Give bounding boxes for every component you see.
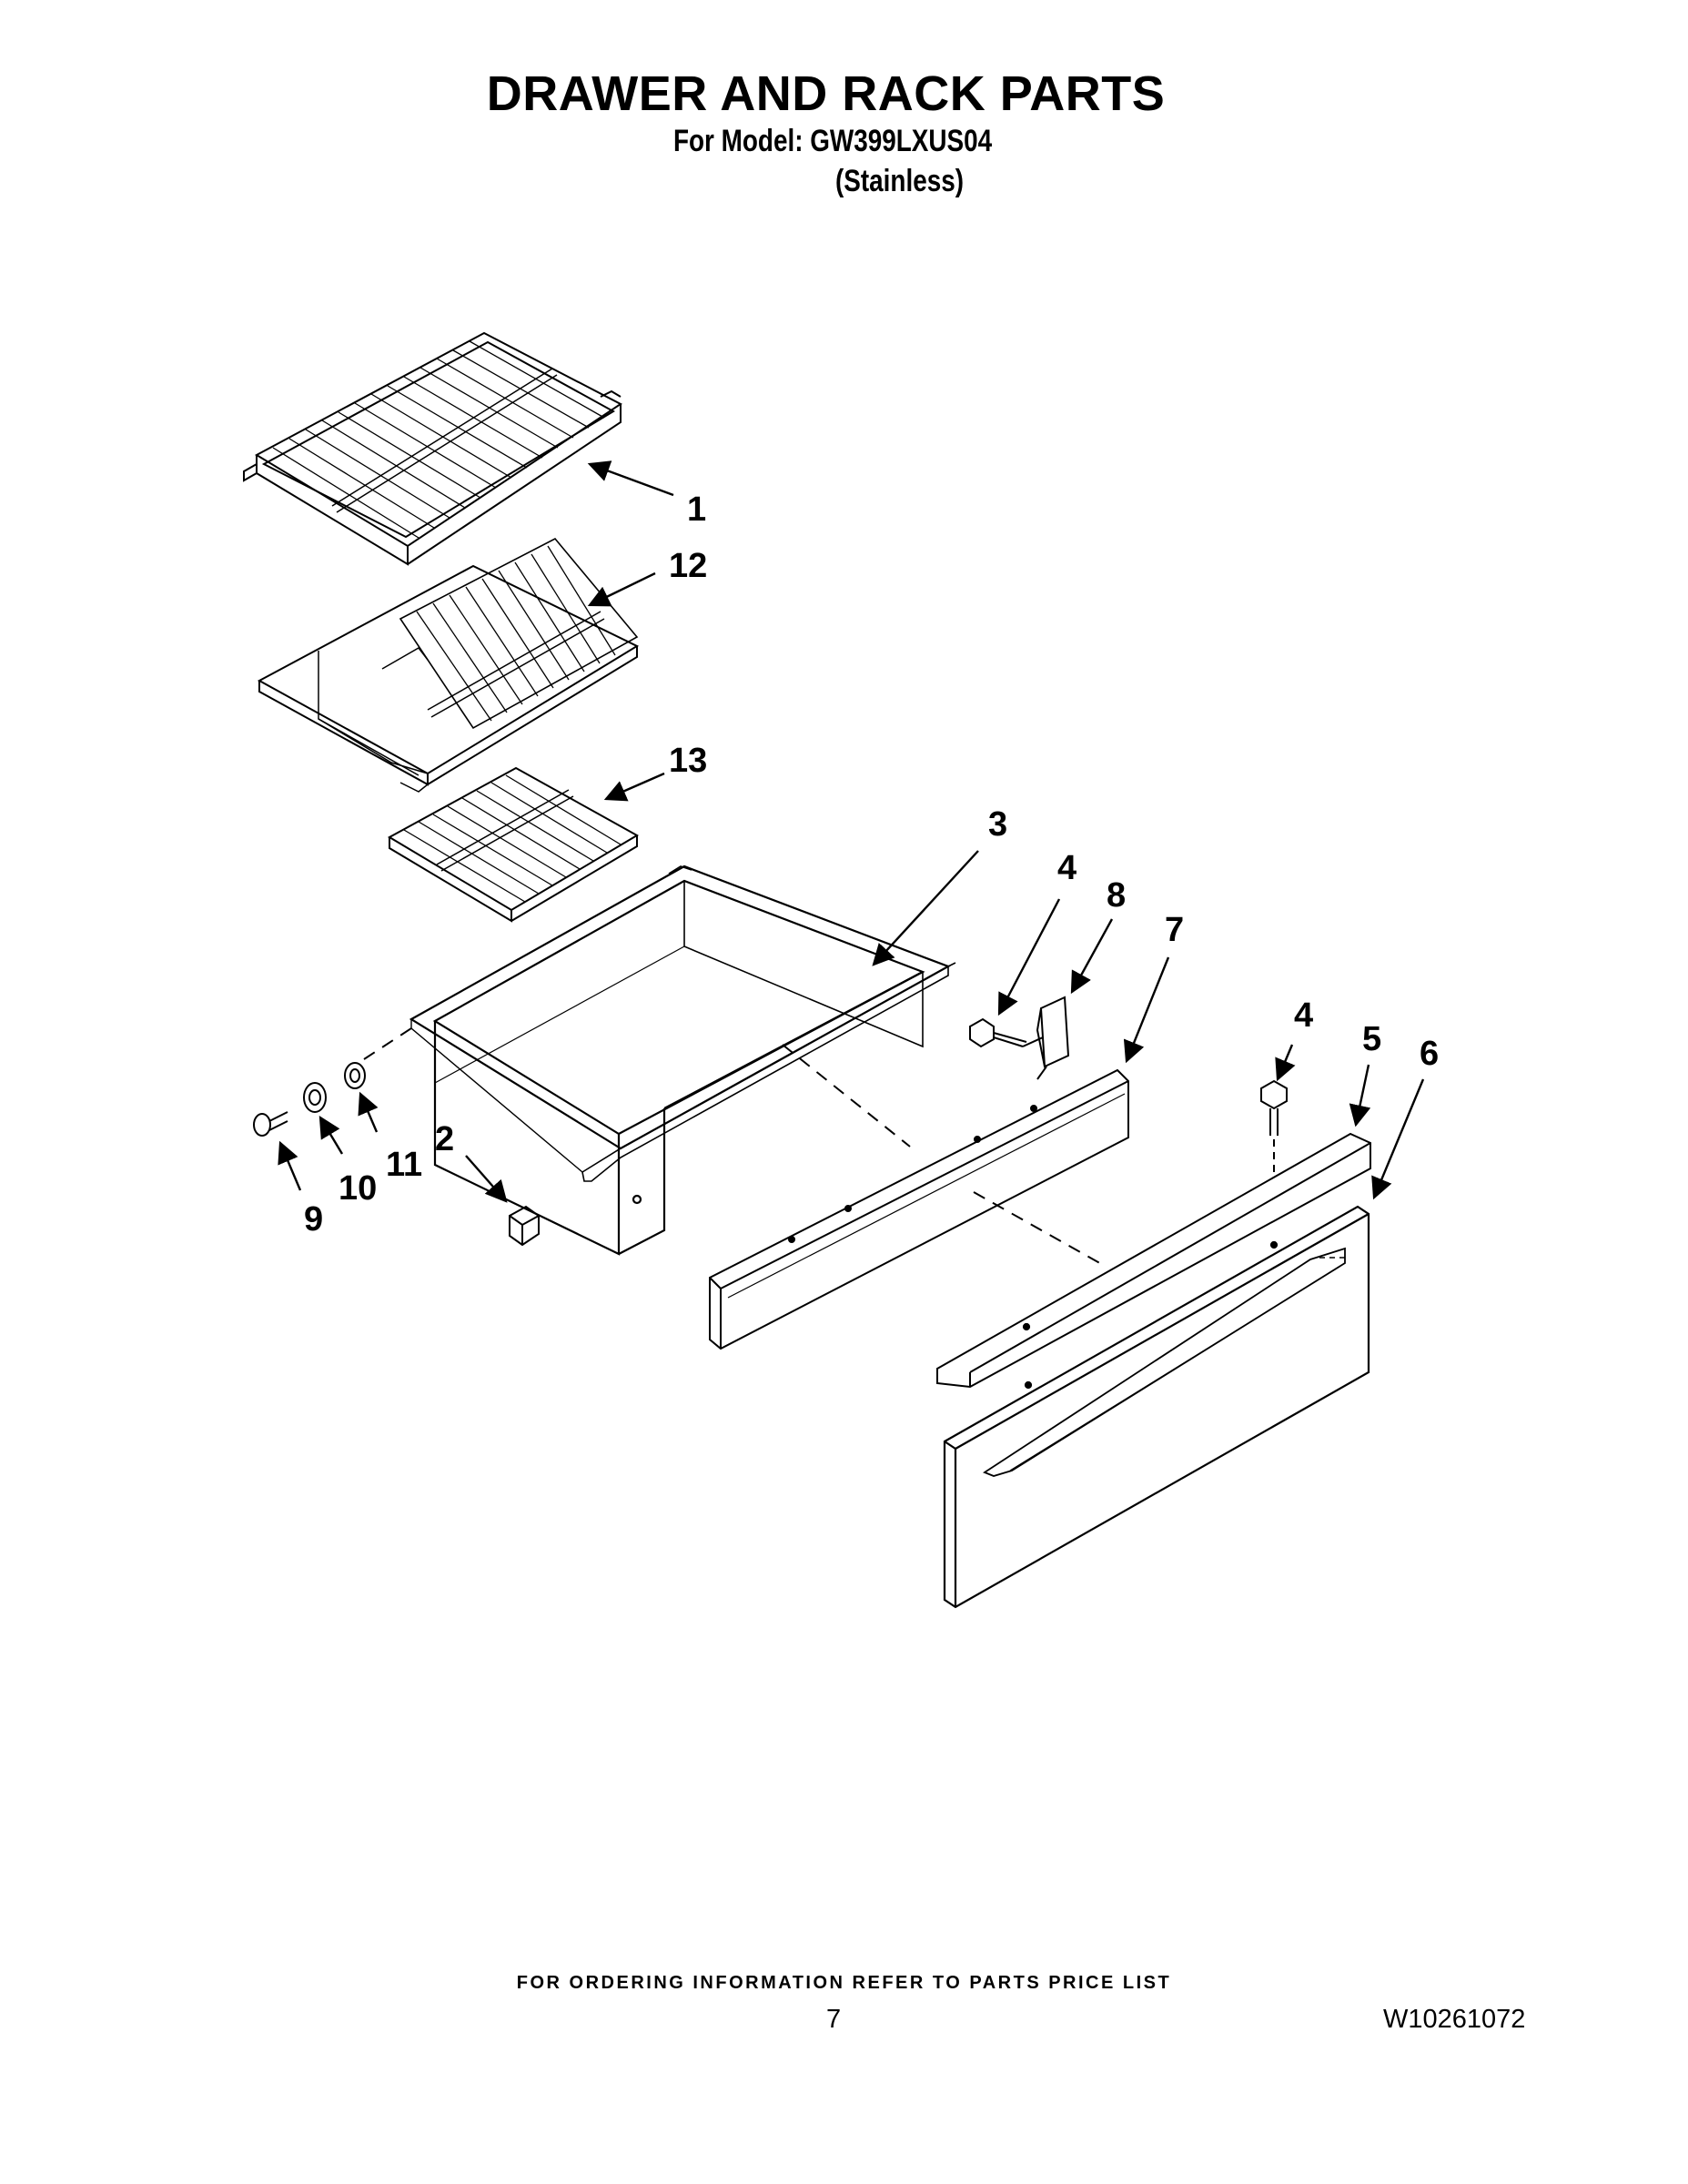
- callout-5: 5: [1362, 1020, 1381, 1058]
- callout-6: 6: [1420, 1035, 1439, 1073]
- leader-arrows: [278, 460, 1425, 1203]
- half-rack-part-13: [387, 766, 640, 923]
- roller-assembly-parts-9-10-11: [253, 1062, 366, 1137]
- callout-12: 12: [669, 547, 707, 585]
- callout-10: 10: [339, 1169, 377, 1208]
- bumper-part-2: [509, 1205, 540, 1247]
- callout-13: 13: [669, 742, 707, 780]
- screw-part-4-lower: [1260, 1079, 1288, 1174]
- trim-strip-part-5: [936, 1132, 1371, 1389]
- drawer-front-part-6: [943, 1205, 1370, 1609]
- callout-1: 1: [687, 490, 706, 529]
- extension-rack-part-12: [257, 537, 640, 793]
- screw-part-4-upper: [969, 1017, 1027, 1048]
- callout-2: 2: [435, 1120, 454, 1158]
- callout-7: 7: [1165, 911, 1184, 949]
- bracket-part-8: [1022, 996, 1070, 1080]
- callout-11: 11: [386, 1146, 422, 1184]
- alignment-dashes: [363, 1027, 1104, 1266]
- callout-4-upper: 4: [1057, 849, 1076, 887]
- ordering-note: FOR ORDERING INFORMATION REFER TO PARTS …: [516, 1973, 1172, 1993]
- model-line: For Model: GW399LXUS04: [673, 124, 993, 158]
- callout-4-lower: 4: [1294, 996, 1313, 1035]
- drawer-pan-part-3: [409, 864, 956, 1256]
- callout-8: 8: [1107, 876, 1126, 915]
- document-number: W10261072: [1383, 2005, 1526, 2034]
- finish-line: (Stainless): [835, 164, 965, 198]
- drawer-panel-part-7: [709, 1068, 1129, 1350]
- callout-9: 9: [304, 1200, 323, 1239]
- oven-rack-part-1: [243, 331, 622, 566]
- callout-3: 3: [988, 805, 1007, 844]
- page-title: DRAWER AND RACK PARTS: [486, 66, 1166, 121]
- page-number: 7: [826, 2005, 842, 2034]
